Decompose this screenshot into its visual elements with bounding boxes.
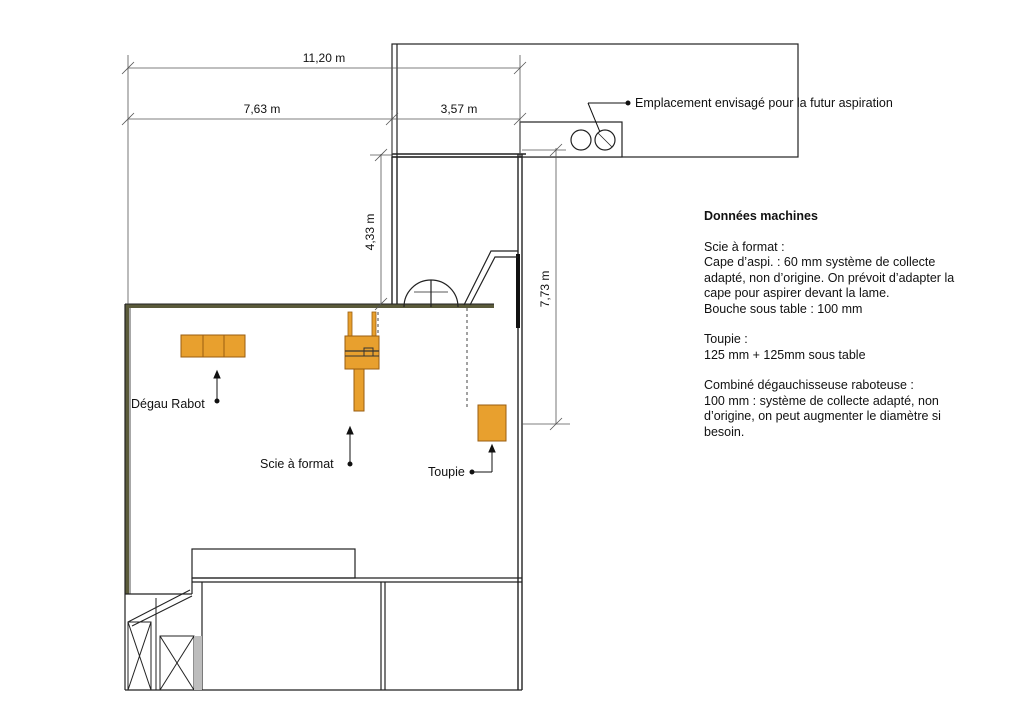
notes-line: adapté, non d’origine. On prévoit d’adap… [704, 270, 955, 285]
bottom-rooms [125, 548, 522, 690]
notes-line: besoin. [704, 424, 745, 439]
notes-line: cape pour aspirer devant la lame. [704, 286, 890, 300]
notes-combine: Combiné dégauchisseuse raboteuse : 100 m… [704, 378, 1004, 440]
notes-line: Cape d’aspi. : 60 mm système de collecte [704, 255, 936, 269]
angled-duct [463, 250, 518, 306]
notes-line: d’origine, on peut augmenter le diamètre… [704, 409, 941, 423]
notes-line: Scie à format : [704, 239, 785, 254]
corridor-walls [391, 153, 526, 690]
aspiration-unit [519, 121, 623, 158]
dimension-lines [121, 55, 570, 431]
notes-line: Bouche sous table : 100 mm [704, 301, 863, 316]
dim-corridor-depth: 4,33 m [363, 214, 377, 251]
notes-line: 100 mm : système de collecte adapté, non [704, 393, 939, 408]
machine-toupie [477, 404, 507, 442]
dim-right-depth: 7,73 m [538, 271, 552, 308]
notes-line: Combiné dégauchisseuse raboteuse : [704, 378, 914, 392]
storage-closets [127, 589, 202, 691]
machine-scie-a-format [344, 311, 380, 412]
door-opening [403, 279, 459, 308]
wall-panel [516, 254, 520, 328]
notes-line: Toupie : [704, 332, 748, 346]
label-degau-rabot: Dégau Rabot [131, 397, 205, 411]
notes-line: 125 mm + 125mm sous table [704, 347, 866, 362]
leader-arrows [213, 100, 631, 475]
label-scie-a-format: Scie à format [260, 457, 334, 471]
machine-degau-rabot [180, 334, 246, 358]
dim-left-width: 7,63 m [244, 102, 281, 116]
notes-scie: Scie à format : Cape d’aspi. : 60 mm sys… [704, 240, 1004, 318]
label-toupie: Toupie [428, 465, 465, 479]
notes-toupie: Toupie : 125 mm + 125mm sous table [704, 332, 1004, 363]
dim-right-width: 3,57 m [441, 102, 478, 116]
notes-title: Données machines [704, 209, 818, 223]
workshop-walls [124, 303, 522, 691]
dim-total-width: 11,20 m [303, 51, 345, 65]
machine-notes: Données machines Scie à format : Cape d’… [704, 209, 1004, 455]
label-aspiration: Emplacement envisagé pour la futur aspir… [635, 96, 893, 110]
